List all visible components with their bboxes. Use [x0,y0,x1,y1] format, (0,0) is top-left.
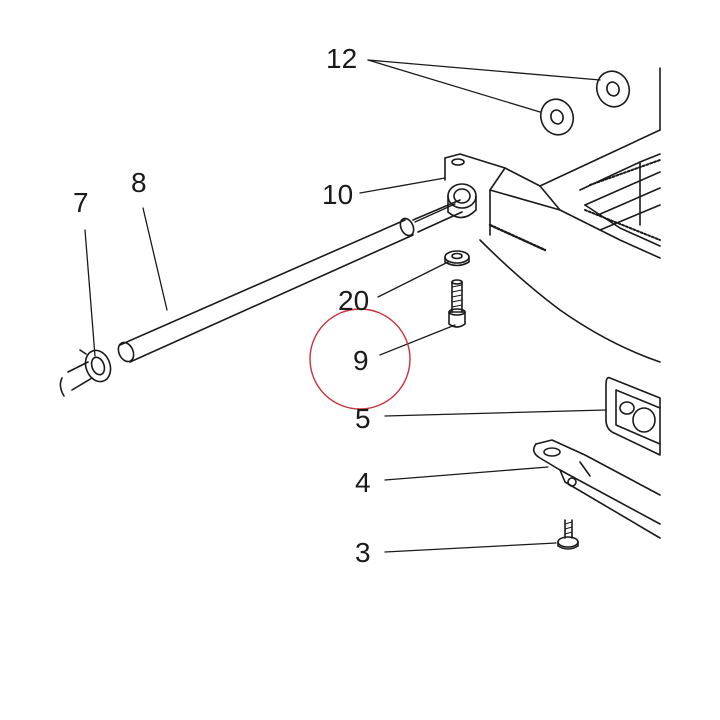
callout-7: 7 [73,187,89,218]
part-9-bolt [448,279,466,328]
pivot-bushing [447,183,477,219]
callout-12: 12 [326,43,357,74]
callout-8: 8 [131,167,147,198]
callout-3: 3 [355,537,371,568]
callout-20: 20 [338,285,369,316]
highlight-circle [309,308,411,410]
leader-10 [359,177,446,194]
leader-12b [367,59,541,113]
part-12-washers [539,70,631,136]
leader-5 [384,409,607,417]
callout-labels: 12 10 8 7 20 9 5 4 3 [73,43,371,568]
leader-lines [84,59,607,553]
leader-8 [142,207,168,311]
callout-10: 10 [322,179,353,210]
leader-4 [384,466,549,481]
callout-4: 4 [355,467,371,498]
part-7-clip [59,349,112,397]
part-4-lever [532,439,661,539]
part-5-plate [605,376,661,456]
leader-10b [414,203,456,223]
part-20-washer [444,250,470,267]
leader-9 [379,324,456,356]
frame-arm [444,67,661,363]
leader-12a [367,59,601,81]
leader-20 [377,261,449,298]
part-3-screw [557,519,579,550]
part-8-shaft [117,199,463,363]
leader-7 [84,229,96,357]
leader-3 [384,542,557,553]
callout-9: 9 [353,345,369,376]
callout-5: 5 [355,403,371,434]
